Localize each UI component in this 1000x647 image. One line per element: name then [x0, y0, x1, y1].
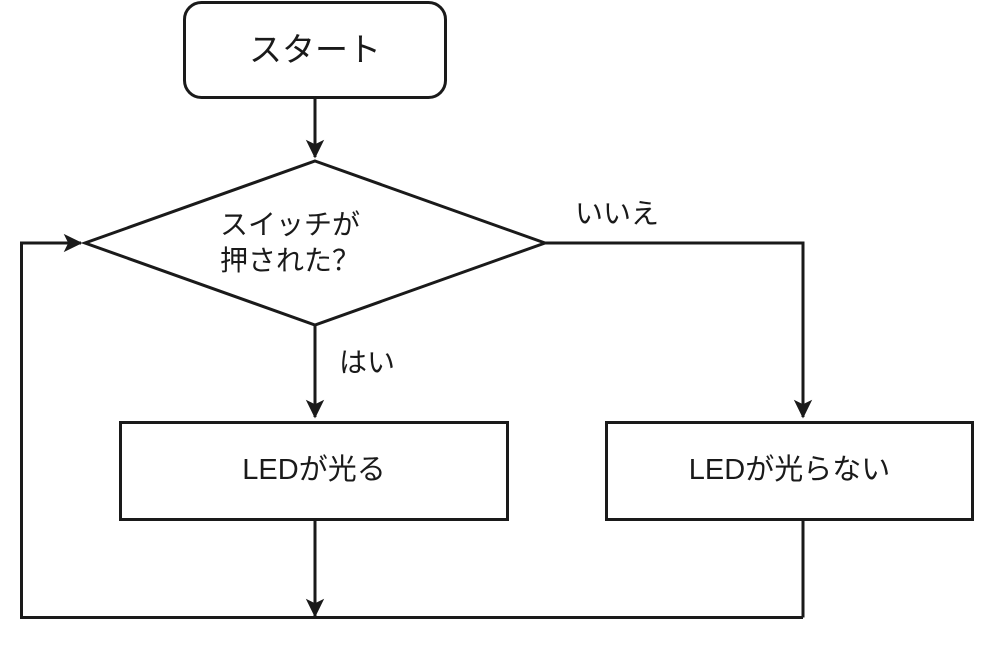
edge-label-no: いいえ	[575, 198, 660, 229]
node-decision-shape[interactable]	[80, 159, 550, 327]
edge-label-yes: はい	[339, 347, 396, 378]
edge-decision-no-to-process-off	[545, 241, 813, 419]
node-start-shape[interactable]	[183, 1, 447, 99]
node-process-on-shape[interactable]	[119, 421, 509, 521]
node-process-off-shape[interactable]	[605, 421, 974, 521]
edge-loop-back-to-decision	[20, 233, 803, 619]
